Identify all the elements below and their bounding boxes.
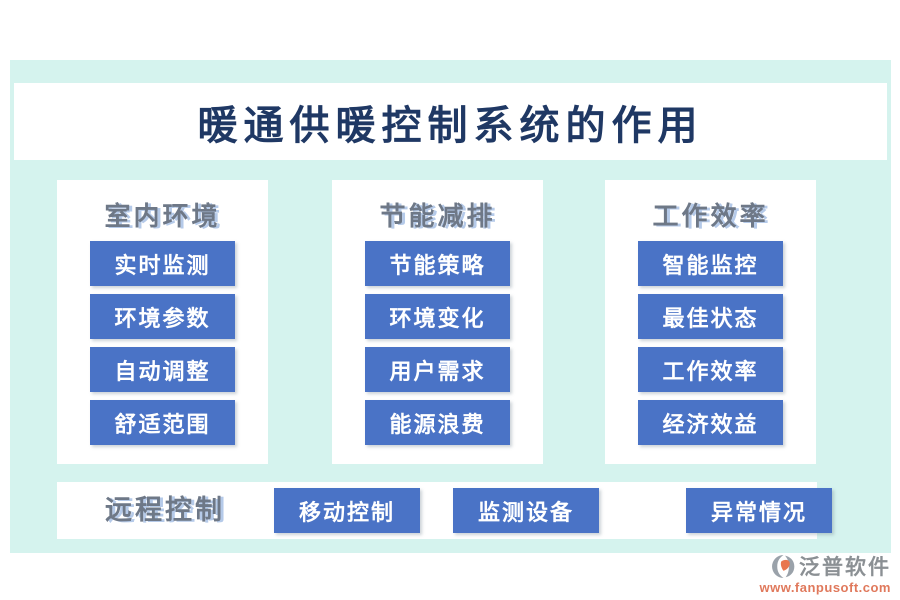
column-indoor-environment: 室内环境 实时监测 环境参数 自动调整 舒适范围: [57, 180, 268, 464]
title-bar: 暖通供暖控制系统的作用: [14, 83, 887, 160]
fanpu-logo-icon: [772, 554, 795, 578]
page-title: 暖通供暖控制系统的作用: [197, 102, 704, 148]
button-energy-waste[interactable]: 能源浪费: [365, 400, 510, 445]
bottom-remote-control-bar: 远程控制 移动控制 监测设备 异常情况: [57, 482, 832, 539]
button-realtime-monitoring[interactable]: 实时监测: [90, 241, 235, 286]
button-mobile-control[interactable]: 移动控制: [274, 488, 420, 533]
button-auto-adjustment[interactable]: 自动调整: [90, 347, 235, 392]
button-monitor-equipment[interactable]: 监测设备: [453, 488, 599, 533]
footer-brand: 泛普软件 www.fanpusoft.com: [759, 551, 891, 595]
button-environment-change[interactable]: 环境变化: [365, 294, 510, 339]
button-user-demand[interactable]: 用户需求: [365, 347, 510, 392]
brand-name: 泛普软件: [799, 555, 891, 579]
button-energy-saving-strategy[interactable]: 节能策略: [365, 241, 510, 286]
column-work-efficiency: 工作效率 智能监控 最佳状态 工作效率 经济效益: [605, 180, 816, 464]
button-smart-monitoring[interactable]: 智能监控: [638, 241, 783, 286]
column-header: 室内环境: [104, 202, 221, 231]
column-header: 工作效率: [652, 202, 769, 231]
button-economic-benefit[interactable]: 经济效益: [638, 400, 783, 445]
column-energy-saving: 节能减排 节能策略 环境变化 用户需求 能源浪费: [332, 180, 543, 464]
button-comfort-range[interactable]: 舒适范围: [90, 400, 235, 445]
brand-url[interactable]: www.fanpusoft.com: [759, 580, 891, 595]
button-environment-parameters[interactable]: 环境参数: [90, 294, 235, 339]
button-abnormal-situation[interactable]: 异常情况: [686, 488, 832, 533]
remote-control-label: 远程控制: [105, 495, 225, 525]
button-optimal-state[interactable]: 最佳状态: [638, 294, 783, 339]
button-work-efficiency[interactable]: 工作效率: [638, 347, 783, 392]
column-header: 节能减排: [379, 202, 496, 231]
